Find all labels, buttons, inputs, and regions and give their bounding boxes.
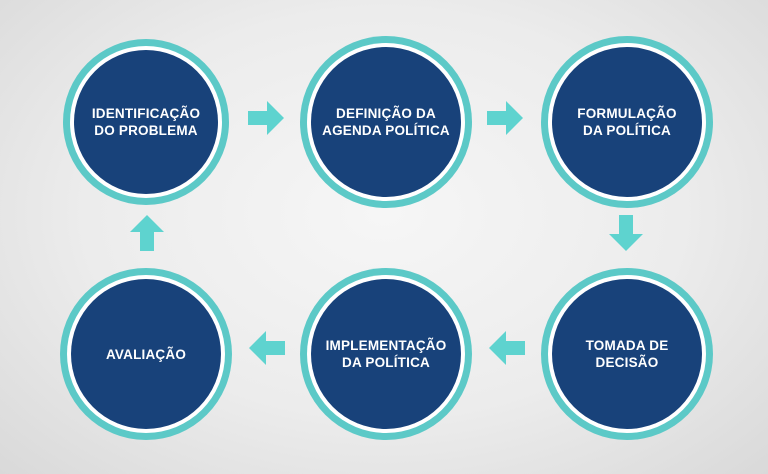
stage-identificacao: IDENTIFICAÇÃO DO PROBLEMA <box>63 39 229 205</box>
stage-tomada: TOMADA DE DECISÃO <box>541 268 713 440</box>
arrow-up-icon <box>127 213 167 253</box>
arrow-left-icon <box>247 328 287 368</box>
stage-label: TOMADA DE DECISÃO <box>585 338 669 370</box>
stage-implementacao: IMPLEMENTAÇÃO DA POLÍTICA <box>300 268 472 440</box>
stage-avaliacao: AVALIAÇÃO <box>60 268 232 440</box>
stage-label: FORMULAÇÃO DA POLÍTICA <box>577 106 677 138</box>
arrow-left-icon <box>487 328 527 368</box>
stage-formulacao: FORMULAÇÃO DA POLÍTICA <box>541 36 713 208</box>
stage-definicao: DEFINIÇÃO DA AGENDA POLÍTICA <box>300 36 472 208</box>
arrow-right-icon <box>485 98 525 138</box>
stage-label: IMPLEMENTAÇÃO DA POLÍTICA <box>325 338 447 370</box>
stage-label: IDENTIFICAÇÃO DO PROBLEMA <box>91 106 201 138</box>
arrow-down-icon <box>606 213 646 253</box>
arrow-right-icon <box>246 98 286 138</box>
stage-label: AVALIAÇÃO <box>105 346 187 362</box>
stage-label: DEFINIÇÃO DA AGENDA POLÍTICA <box>322 106 450 138</box>
